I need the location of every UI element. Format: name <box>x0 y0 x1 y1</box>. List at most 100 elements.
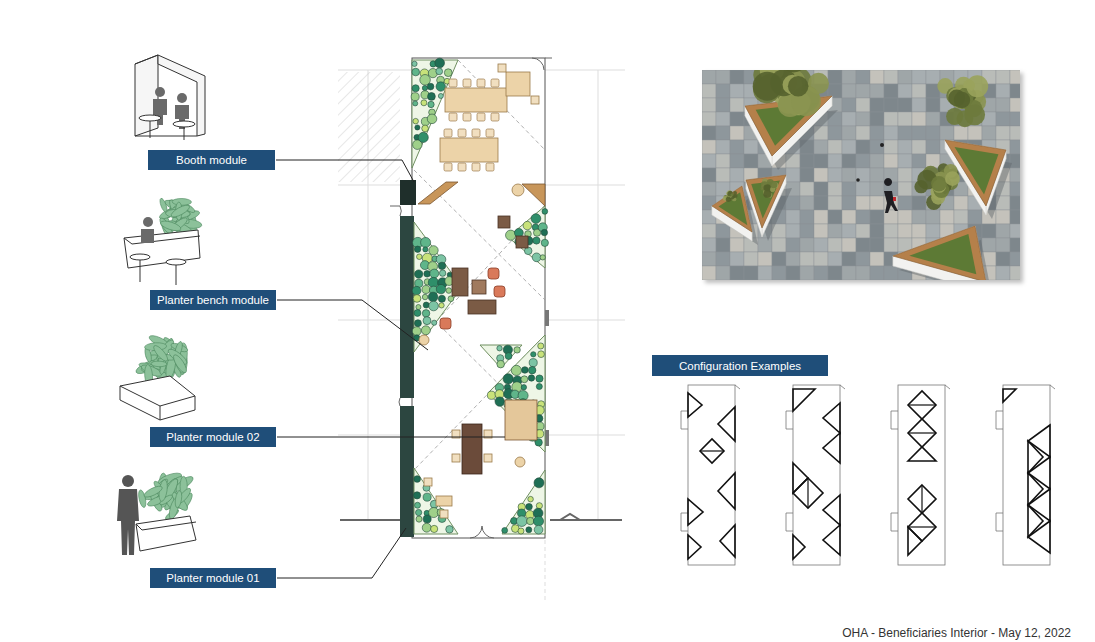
paving-tile <box>702 238 716 252</box>
plant-symbol <box>431 525 438 532</box>
furniture-symbol <box>452 454 460 462</box>
configuration-thumbnail <box>1003 389 1016 402</box>
plant-symbol <box>414 320 421 327</box>
configuration-thumbnail <box>681 385 740 565</box>
furniture-symbol <box>484 454 492 462</box>
paving-tile <box>884 238 898 252</box>
paving-tile <box>716 140 730 154</box>
configuration-thumbnail <box>681 385 1055 565</box>
paving-tile <box>926 154 940 168</box>
plan-floor <box>412 58 545 538</box>
paving-tile <box>842 182 856 196</box>
configuration-thumbnail <box>700 450 724 451</box>
module-label: Planter module 02 <box>150 427 276 447</box>
paving-tile <box>926 112 940 126</box>
plan-walls <box>545 310 549 326</box>
photo-planter <box>945 140 1006 206</box>
paving-tile <box>842 140 856 154</box>
paving-tile <box>744 266 758 280</box>
tree-canopy <box>753 72 782 101</box>
plant-symbol <box>412 68 420 76</box>
plant-symbol <box>536 503 542 509</box>
tree-canopy <box>914 163 959 210</box>
chair-symbol <box>472 129 480 137</box>
paving-tile <box>870 238 884 252</box>
paving-tile <box>898 140 912 154</box>
planter-bench-sketch <box>141 229 154 243</box>
paving-tile <box>1010 224 1020 238</box>
leader-line <box>277 437 505 438</box>
paving-tile <box>800 252 814 266</box>
paving-tile <box>702 252 716 266</box>
booth-sketch <box>139 115 161 121</box>
paving-tile <box>828 238 842 252</box>
paving-tile <box>898 210 912 224</box>
plant-symbol <box>527 517 534 524</box>
plan-doors <box>400 206 401 216</box>
paving-tile <box>856 70 870 84</box>
planter-bench-sketch <box>166 259 186 265</box>
paving-tile <box>828 84 842 98</box>
plant-symbol <box>536 375 543 382</box>
furniture-symbol <box>505 400 537 440</box>
section-heading: Configuration Examples <box>652 355 828 376</box>
leaf-shape <box>143 484 164 499</box>
paving-tile <box>870 224 884 238</box>
paving-tile <box>856 266 870 280</box>
plan-doors <box>545 58 552 59</box>
booth-sketch <box>135 55 158 136</box>
paving-tile <box>730 112 744 126</box>
paving-tile <box>758 252 772 266</box>
precedent-photo <box>702 70 1020 280</box>
paving-tile <box>702 266 716 280</box>
configuration-thumbnail <box>1028 521 1050 553</box>
photo-planter <box>893 226 992 280</box>
paving-tile <box>898 224 912 238</box>
plant-symbol <box>518 528 524 534</box>
paving-tile <box>856 84 870 98</box>
paving-tile <box>856 252 870 266</box>
plant-symbol <box>516 516 527 527</box>
paving-tile <box>884 140 898 154</box>
paving-tile <box>898 168 912 182</box>
furniture-symbol <box>522 184 545 206</box>
site-grid <box>545 320 625 321</box>
paving-tile <box>1010 112 1020 126</box>
paving-tile <box>898 182 912 196</box>
tree-canopy <box>964 104 985 125</box>
configuration-thumbnail <box>908 404 936 405</box>
plant-symbol <box>531 352 536 357</box>
paving-tile <box>1010 154 1020 168</box>
paving-tile <box>828 140 842 154</box>
plant-symbol <box>422 294 427 299</box>
paving-tile <box>870 210 884 224</box>
paving-tile <box>1010 196 1020 210</box>
plant-symbol <box>534 478 544 488</box>
paving-tile <box>870 84 884 98</box>
paving-tile <box>716 70 730 84</box>
paving-tile <box>884 98 898 112</box>
planter-bench-sketch <box>124 217 200 285</box>
plan-walls <box>400 406 414 537</box>
plant-symbol <box>415 502 421 508</box>
plan-doors <box>482 526 494 538</box>
plant-foliage <box>137 471 195 521</box>
chair-symbol <box>463 113 471 121</box>
planter-triangle <box>480 345 522 368</box>
paving-tile <box>744 154 758 168</box>
configuration-thumbnail <box>891 385 950 565</box>
paving-tile <box>884 84 898 98</box>
plant-symbol <box>416 516 422 522</box>
tree-canopy <box>723 190 738 202</box>
configuration-thumbnail <box>793 535 805 559</box>
paving-tile <box>856 140 870 154</box>
plant-symbol <box>422 85 427 90</box>
booth-sketch <box>177 93 187 103</box>
paving-tile <box>786 266 800 280</box>
planter-module-02-sketch <box>120 376 195 420</box>
paving-tile <box>898 84 912 98</box>
leader-line <box>277 528 406 578</box>
paving-tile <box>716 98 730 112</box>
plan-doors <box>390 206 400 207</box>
